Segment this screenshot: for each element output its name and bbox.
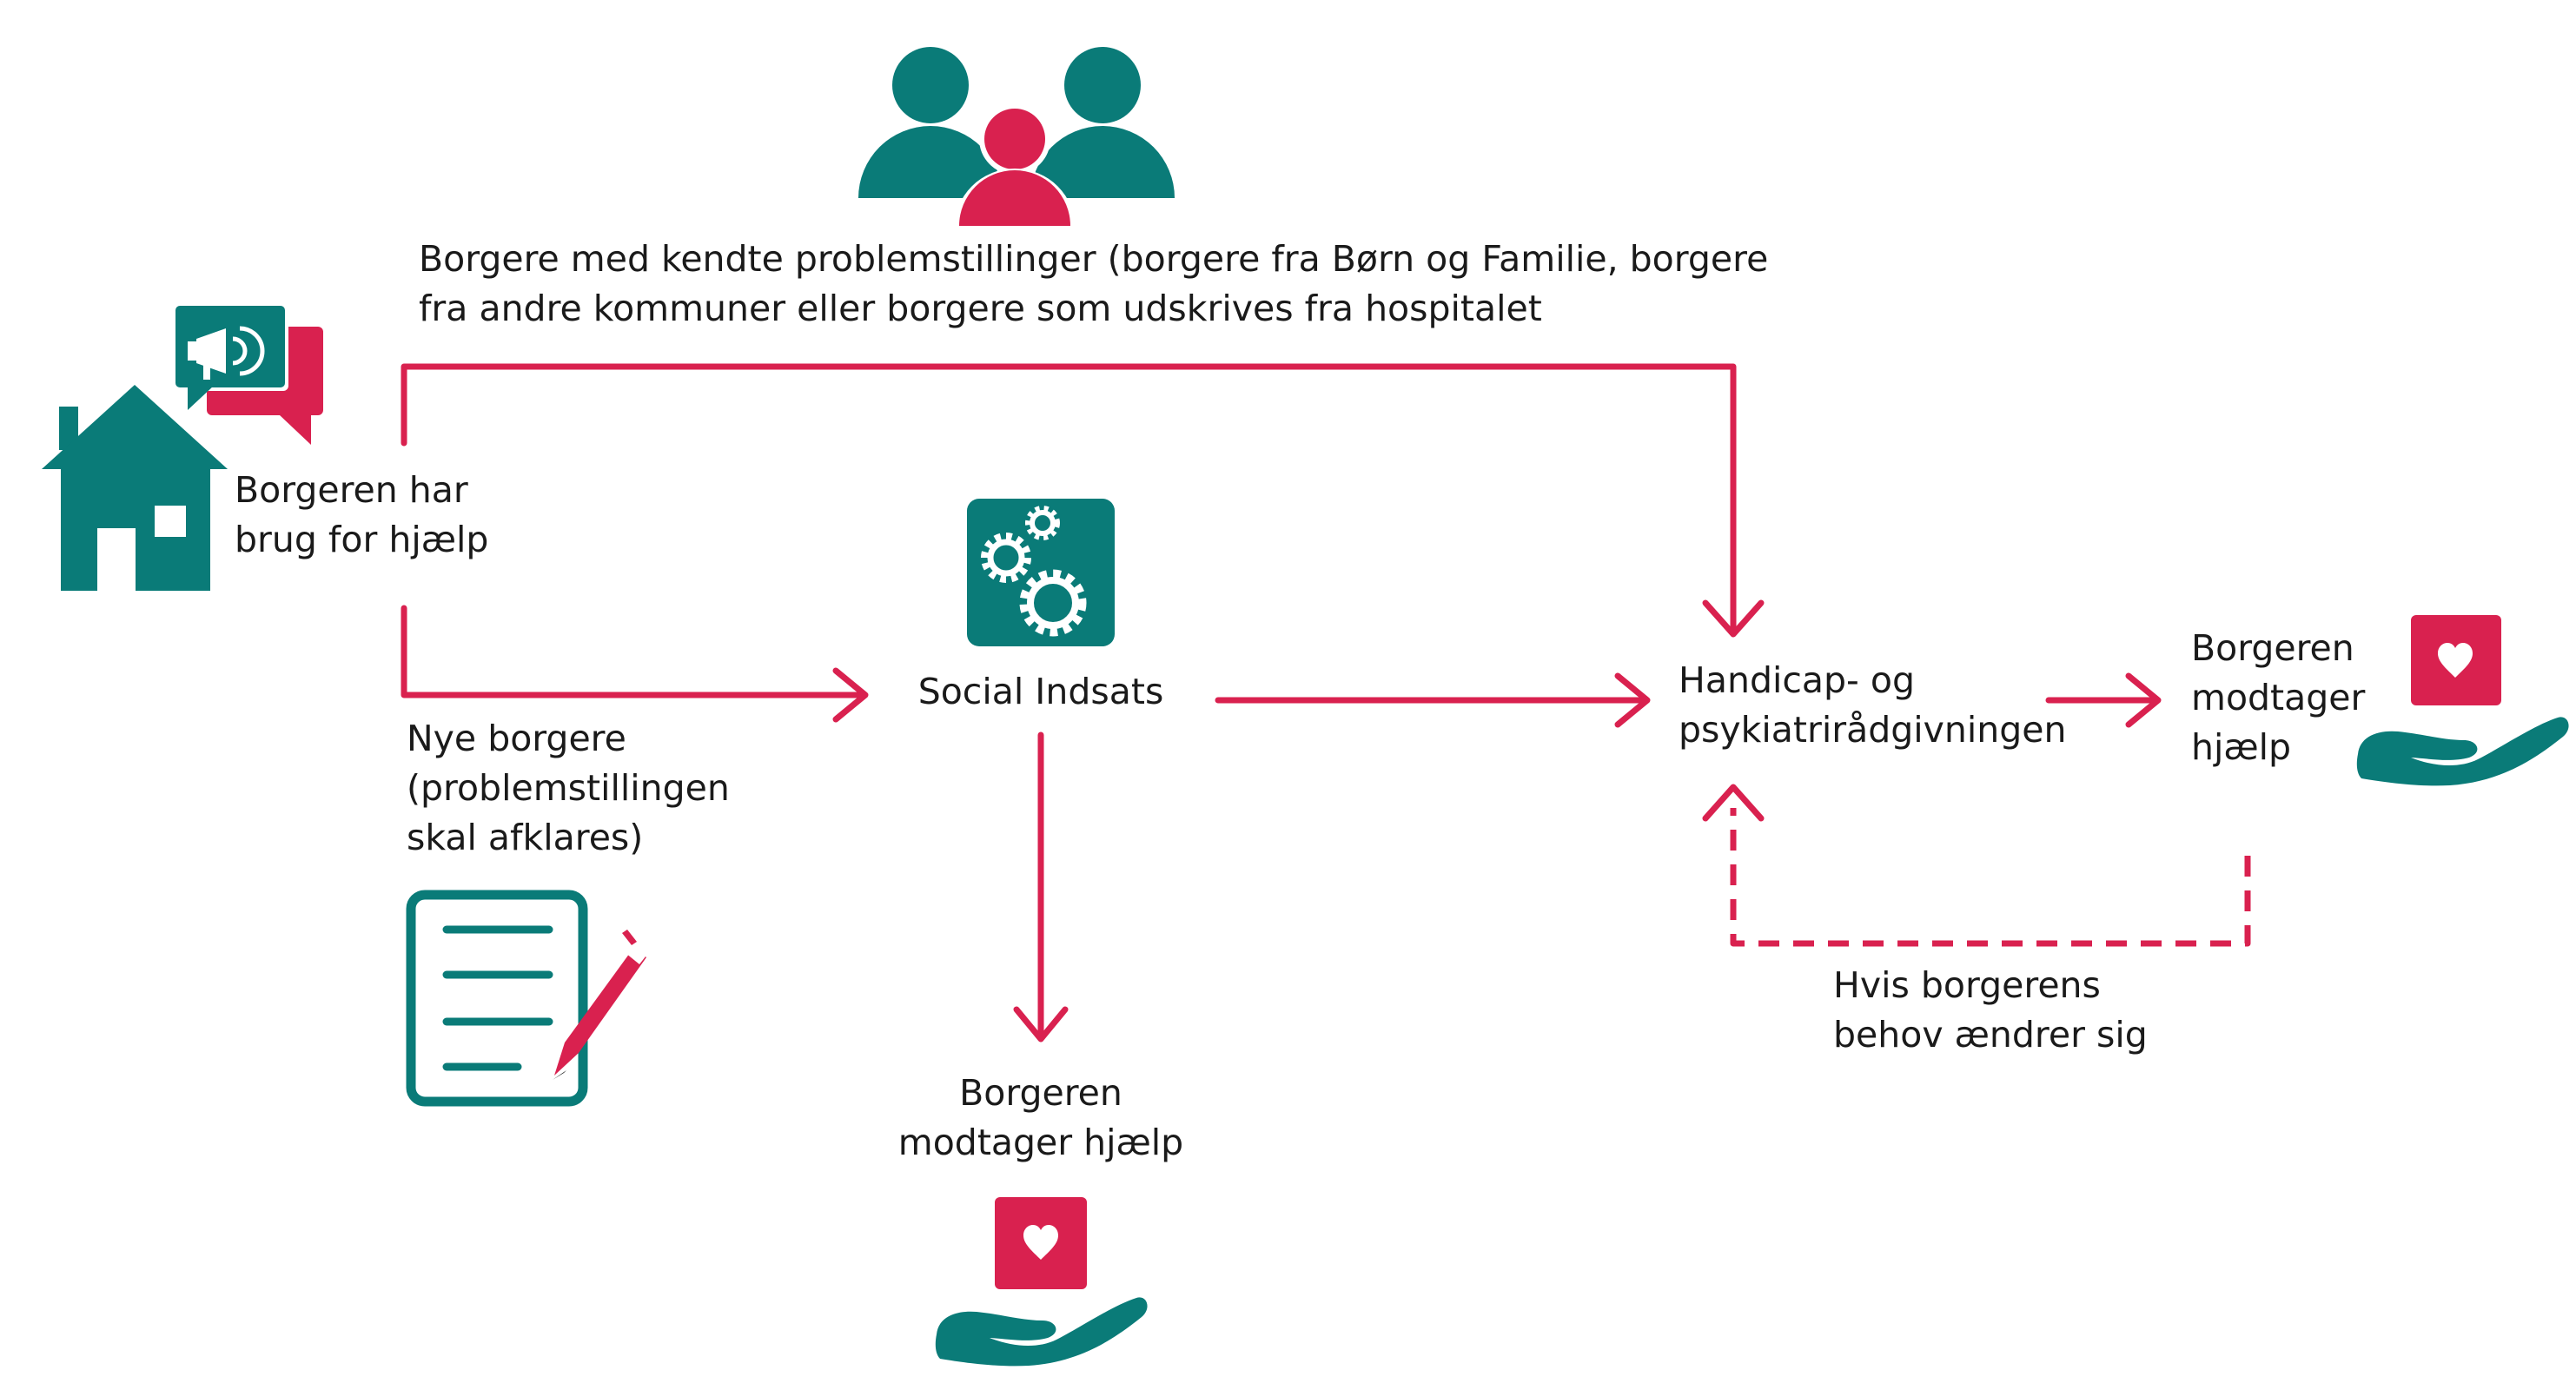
arrowhead-back-to-handicap — [1702, 784, 1765, 822]
label-new-citizens: Nye borgere (problemstillingen skal afkl… — [407, 714, 730, 863]
label-needs-change-line-2: behov ændrer sig — [1833, 1014, 2148, 1056]
label-new-citizens-line-3: skal afklares) — [407, 817, 644, 858]
label-receives-bottom: Borgeren modtager hjælp — [884, 1069, 1197, 1168]
label-needs-help: Borgeren har brug for hjælp — [235, 466, 488, 565]
label-receives-right: Borgeren modtager hjælp — [2191, 624, 2365, 772]
label-receives-right-line-3: hjælp — [2191, 726, 2292, 768]
label-needs-change-line-1: Hvis borgerens — [1833, 964, 2101, 1006]
arrowhead-into-receives — [2125, 672, 2162, 728]
label-receives-right-line-2: modtager — [2191, 677, 2366, 718]
label-handicap: Handicap- og psykiatrirådgivningen — [1679, 656, 2067, 755]
arrowhead-down-to-receives — [1013, 1006, 1069, 1042]
hand-heart-icon-right — [2356, 615, 2569, 786]
label-receives-right-line-1: Borgeren — [2191, 627, 2354, 669]
label-receives-bottom-line-1: Borgeren — [959, 1072, 1122, 1114]
arrowhead-into-handicap-left — [1614, 672, 1651, 728]
connector-new-citizens — [401, 605, 864, 698]
document-pen-icon — [406, 890, 646, 1107]
arrowhead-into-social — [832, 667, 869, 723]
label-social-indsats: Social Indsats — [902, 667, 1180, 717]
label-needs-help-line-1: Borgeren har — [235, 469, 468, 511]
house-icon — [42, 385, 228, 591]
label-needs-change: Hvis borgerens behov ændrer sig — [1833, 961, 2148, 1060]
label-needs-help-line-2: brug for hjælp — [235, 519, 489, 560]
people-group-icon — [858, 47, 1175, 229]
hand-heart-icon-bottom — [935, 1197, 1148, 1367]
gears-icon — [967, 499, 1115, 646]
label-known-citizens-line-1: Borgere med kendte problemstillinger (bo… — [419, 238, 1769, 280]
megaphone-speech-bubbles-icon — [172, 302, 323, 445]
label-receives-bottom-line-2: modtager hjælp — [897, 1122, 1184, 1163]
arrowhead-into-handicap-top — [1702, 599, 1765, 638]
label-new-citizens-line-2: (problemstillingen — [407, 767, 730, 809]
connector-known-citizens — [401, 363, 1737, 636]
label-handicap-line-1: Handicap- og — [1679, 659, 1915, 701]
label-new-citizens-line-1: Nye borgere — [407, 718, 626, 759]
label-known-citizens: Borgere med kendte problemstillinger (bo… — [419, 235, 1768, 334]
label-known-citizens-line-2: fra andre kommuner eller borgere som uds… — [419, 288, 1542, 329]
connector-needs-change-dashed — [1730, 808, 2251, 947]
label-handicap-line-2: psykiatrirådgivningen — [1679, 709, 2067, 751]
label-social-indsats-text: Social Indsats — [917, 671, 1164, 712]
